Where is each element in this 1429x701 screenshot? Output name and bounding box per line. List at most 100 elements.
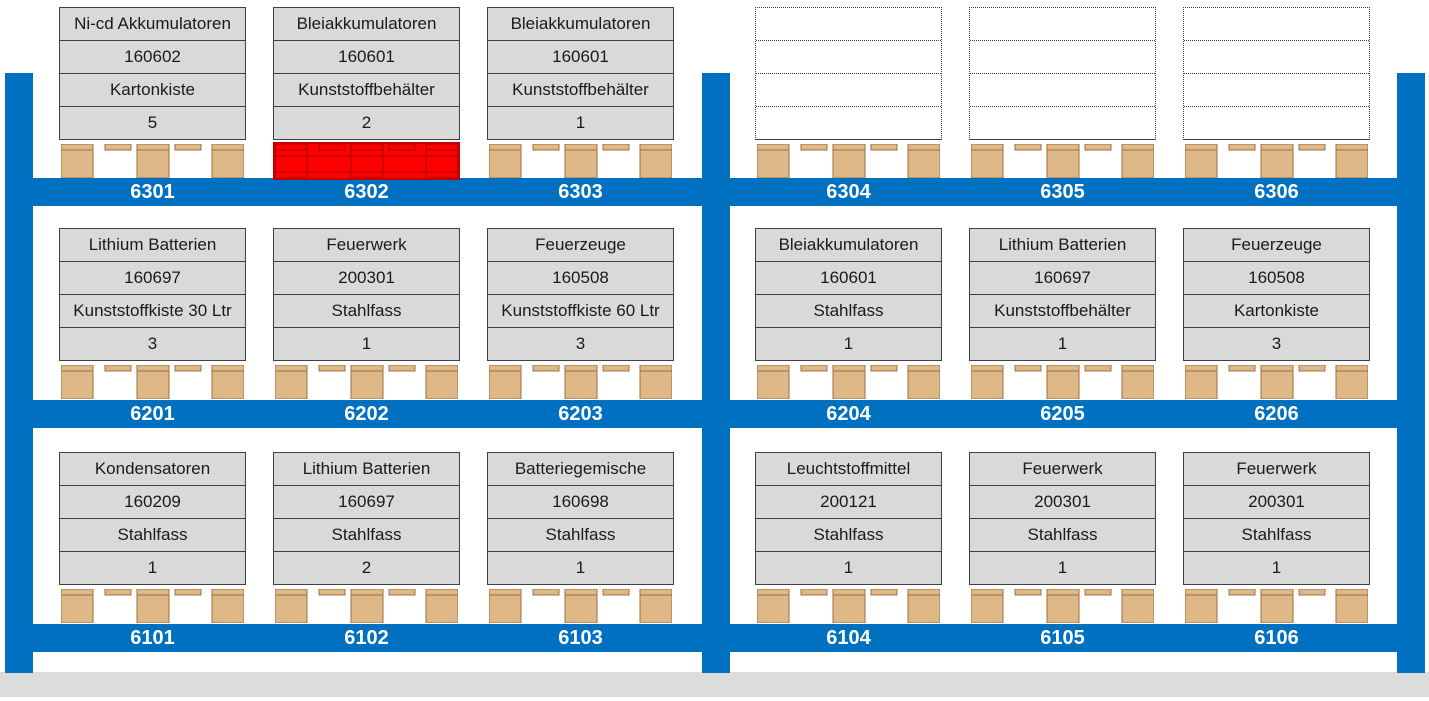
item-name — [1184, 8, 1369, 41]
slot-info-card[interactable] — [969, 7, 1156, 140]
pallet[interactable] — [488, 364, 673, 400]
pallet[interactable] — [60, 588, 245, 624]
quantity: 1 — [843, 558, 854, 577]
quantity: 1 — [843, 334, 854, 353]
waste-code: 160508 — [1184, 262, 1369, 295]
pallet[interactable] — [1184, 588, 1369, 624]
waste-code: 160697 — [274, 486, 459, 519]
waste-code: 160209 — [60, 486, 245, 519]
rack-post-left — [5, 73, 33, 673]
location-label: 6101 — [130, 627, 175, 649]
pallet[interactable] — [60, 364, 245, 400]
container-type: Stahlfass — [274, 519, 459, 552]
pallet[interactable] — [488, 588, 673, 624]
item-name: Leuchtstoffmittel — [756, 453, 941, 486]
pallet[interactable] — [756, 588, 941, 624]
pallet[interactable] — [1184, 143, 1369, 179]
quantity — [756, 107, 941, 140]
item-name: Feuerwerk — [274, 229, 459, 262]
location-label: 6105 — [1040, 627, 1085, 649]
floor — [0, 672, 1429, 697]
quantity: 2 — [361, 558, 372, 577]
shelf-beam — [5, 178, 702, 206]
waste-code — [1184, 41, 1369, 74]
pallet[interactable] — [488, 143, 673, 179]
location-label: 6301 — [130, 181, 175, 203]
quantity: 3 — [1271, 334, 1282, 353]
rack-post-right — [1397, 73, 1425, 673]
slot-info-card[interactable] — [755, 7, 942, 140]
item-name: Kondensatoren — [60, 453, 245, 486]
location-label: 6103 — [558, 627, 603, 649]
item-name: Feuerzeuge — [1184, 229, 1369, 262]
rack-post-middle — [702, 73, 730, 673]
quantity: 1 — [1271, 558, 1282, 577]
storage-slot-6306[interactable] — [1183, 7, 1370, 179]
container-type: Kartonkiste — [60, 74, 245, 107]
container-type: Kartonkiste — [1184, 295, 1369, 328]
location-label: 6202 — [344, 403, 389, 425]
quantity — [1184, 107, 1369, 140]
shelf-beam — [730, 400, 1397, 428]
container-type: Kunststoffbehälter — [488, 74, 673, 107]
pallet[interactable] — [970, 143, 1155, 179]
item-name: Feuerzeuge — [488, 229, 673, 262]
quantity: 5 — [147, 113, 158, 132]
pallet[interactable] — [756, 143, 941, 179]
pallet[interactable] — [274, 364, 459, 400]
item-name: Lithium Batterien — [60, 229, 245, 262]
location-label: 6205 — [1040, 403, 1085, 425]
pallet[interactable] — [970, 588, 1155, 624]
waste-code: 160697 — [60, 262, 245, 295]
pallet[interactable] — [274, 588, 459, 624]
location-label: 6102 — [344, 627, 389, 649]
slot-info-card[interactable] — [1183, 7, 1370, 140]
storage-slot-6304[interactable] — [755, 7, 942, 179]
pallet[interactable] — [756, 364, 941, 400]
container-type — [970, 74, 1155, 107]
waste-code — [970, 41, 1155, 74]
pallet[interactable] — [60, 143, 245, 179]
container-type — [1184, 74, 1369, 107]
quantity: 3 — [147, 334, 158, 353]
pallet-selected[interactable] — [273, 142, 460, 180]
waste-code: 160601 — [756, 262, 941, 295]
waste-code: 160602 — [60, 41, 245, 74]
waste-code: 160601 — [274, 41, 459, 74]
pallet[interactable] — [970, 364, 1155, 400]
shelf-beam — [730, 178, 1397, 206]
container-type: Kunststoffbehälter — [274, 74, 459, 107]
storage-slot-6305[interactable] — [969, 7, 1156, 179]
pallet[interactable] — [1184, 364, 1369, 400]
